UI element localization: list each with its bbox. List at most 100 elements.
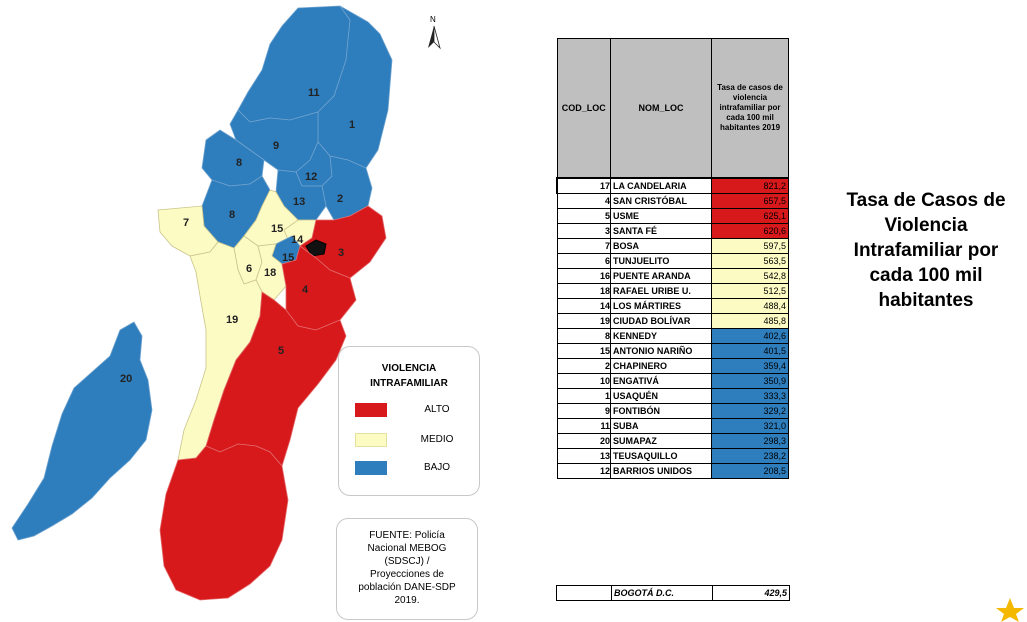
cell-cod: 14 — [556, 298, 611, 314]
cell-rate: 402,6 — [711, 328, 789, 344]
district-label: 4 — [302, 284, 309, 296]
legend-label: MEDIO — [420, 434, 454, 445]
rates-table: COD_LOC NOM_LOC Tasa de casos de violenc… — [556, 38, 789, 479]
district-20-sumapaz — [11, 321, 153, 541]
cell-nom: RAFAEL URIBE U. — [610, 283, 712, 299]
north-arrow-icon: N — [428, 15, 441, 50]
cell-cod: 1 — [556, 388, 611, 404]
cell-cod: 20 — [556, 433, 611, 449]
header-nom: NOM_LOC — [610, 38, 712, 179]
localities-map: 11 1 9 8 12 2 13 8 8 7 15 14 3 15 15 6 1… — [11, 5, 441, 601]
cell-rate: 563,5 — [711, 253, 789, 269]
legend-label: ALTO — [424, 404, 450, 415]
cell-nom: LA CANDELARIA — [610, 177, 712, 194]
cell-rate: 401,5 — [711, 343, 789, 359]
cell-rate: 359,4 — [711, 358, 789, 374]
cell-nom: ANTONIO NARIÑO — [610, 343, 712, 359]
cell-nom: LOS MÁRTIRES — [610, 298, 712, 314]
cell-cod: 12 — [556, 463, 611, 479]
cell-cod: 3 — [556, 223, 611, 239]
map-legend: VIOLENCIA INTRAFAMILIAR ALTO MEDIO BAJO — [338, 346, 480, 496]
cell-rate: 238,2 — [711, 448, 789, 464]
cell-cod: 9 — [556, 403, 611, 419]
district-label: 8 — [229, 209, 235, 221]
district-label: 1 — [349, 119, 355, 131]
cell-rate: 542,8 — [711, 268, 789, 284]
cell-cod: 19 — [556, 313, 611, 329]
cell-cod: 6 — [556, 253, 611, 269]
district-label: 8 — [236, 157, 242, 169]
cell-rate: 329,2 — [711, 403, 789, 419]
cell-cod: 16 — [556, 268, 611, 284]
cell-cod: 2 — [556, 358, 611, 374]
cell-nom: SUBA — [610, 418, 712, 434]
cell-rate: 321,0 — [711, 418, 789, 434]
cell-rate: 485,8 — [711, 313, 789, 329]
district-label: 14 — [291, 234, 304, 246]
cell-rate: 821,2 — [711, 177, 789, 194]
cell-rate: 625,1 — [711, 208, 789, 224]
cell-cod: 4 — [556, 193, 611, 209]
star-icon — [996, 598, 1024, 622]
legend-item-bajo: BAJO — [355, 461, 475, 477]
legend-swatch — [355, 403, 387, 417]
district-label: 11 — [308, 87, 320, 99]
cell-cod: 10 — [556, 373, 611, 389]
cell-rate: 657,5 — [711, 193, 789, 209]
cell-rate: 350,9 — [711, 373, 789, 389]
total-value: 429,5 — [712, 585, 790, 601]
cell-nom: BARRIOS UNIDOS — [610, 463, 712, 479]
cell-nom: BOSA — [610, 238, 712, 254]
header-rate: Tasa de casos de violencia intrafamiliar… — [711, 38, 789, 179]
district-5-usme-south — [159, 443, 289, 601]
district-label: 3 — [338, 247, 344, 259]
cell-cod: 18 — [556, 283, 611, 299]
cell-nom: SANTA FÉ — [610, 223, 712, 239]
cell-nom: USME — [610, 208, 712, 224]
district-label: 15 — [271, 223, 283, 235]
district-label: 9 — [273, 140, 279, 152]
cell-rate: 620,6 — [711, 223, 789, 239]
district-label: 12 — [305, 171, 317, 183]
district-label: 19 — [226, 314, 238, 326]
cell-cod: 11 — [556, 418, 611, 434]
cell-cod: 13 — [556, 448, 611, 464]
cell-rate: 298,3 — [711, 433, 789, 449]
page-title: Tasa de Casos de Violencia Intrafamiliar… — [846, 190, 1006, 311]
cell-nom: TEUSAQUILLO — [610, 448, 712, 464]
cell-cod: 15 — [556, 343, 611, 359]
cell-cod: 8 — [556, 328, 611, 344]
cell-nom: PUENTE ARANDA — [610, 268, 712, 284]
district-label: 7 — [183, 217, 189, 229]
district-label: 20 — [120, 373, 132, 385]
cell-rate: 597,5 — [711, 238, 789, 254]
cell-nom: FONTIBÓN — [610, 403, 712, 419]
legend-swatch — [355, 461, 387, 475]
cell-nom: TUNJUELITO — [610, 253, 712, 269]
legend-item-medio: MEDIO — [355, 433, 475, 449]
cell-rate: 512,5 — [711, 283, 789, 299]
cell-nom: KENNEDY — [610, 328, 712, 344]
cell-nom: CIUDAD BOLÍVAR — [610, 313, 712, 329]
cell-cod: 7 — [556, 238, 611, 254]
cell-cod: 5 — [556, 208, 611, 224]
total-name: BOGOTÁ D.C. — [611, 585, 713, 601]
cell-rate: 333,3 — [711, 388, 789, 404]
district-18-rafael-uribe — [255, 243, 287, 301]
